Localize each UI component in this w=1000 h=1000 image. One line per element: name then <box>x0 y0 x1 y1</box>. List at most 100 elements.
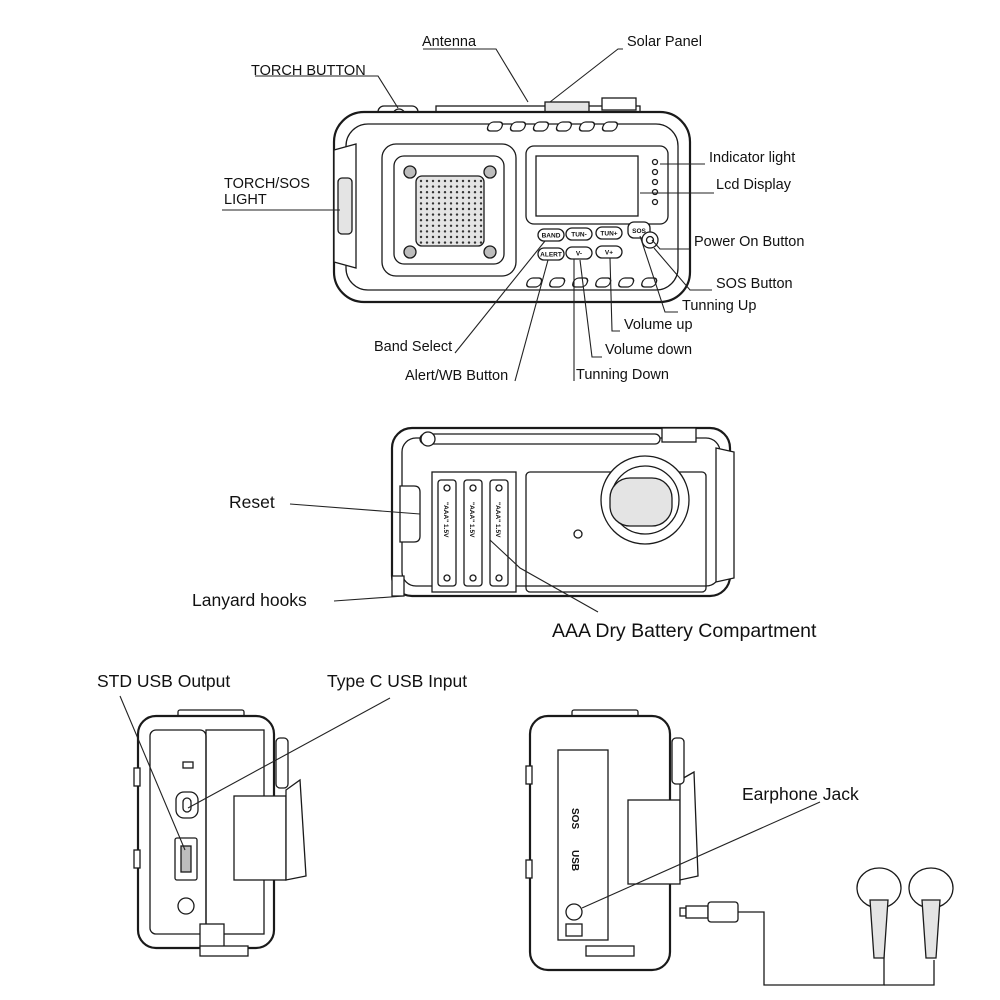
antenna-side <box>671 737 685 785</box>
grille-dot <box>479 219 483 222</box>
torch-lens <box>337 177 353 235</box>
earphone-jack-label: Earphone Jack <box>742 784 859 804</box>
earphone-jack[interactable] <box>565 903 583 921</box>
grille-dot <box>437 241 441 244</box>
grille-dot <box>419 235 423 239</box>
crank-handle[interactable] <box>609 477 673 527</box>
grille-dot <box>473 179 477 183</box>
battery-terminal <box>495 574 503 582</box>
grille-dot <box>461 235 465 239</box>
screw-icon <box>403 165 417 179</box>
grille-dot <box>449 224 453 227</box>
grille-dot <box>473 196 477 199</box>
grille-dot <box>425 230 429 233</box>
reset-button[interactable] <box>399 485 421 543</box>
vol-down-button[interactable]: V- <box>565 246 593 260</box>
grille-dot <box>461 224 465 227</box>
grille-dot <box>473 224 477 227</box>
ridge <box>509 121 527 132</box>
grille-dot <box>419 213 423 216</box>
grille-dots <box>419 179 483 244</box>
grille-dot <box>467 207 471 211</box>
grille-dot <box>479 196 483 199</box>
earbud-left-stem <box>869 899 889 959</box>
grille-dot <box>419 185 423 188</box>
ridge <box>601 121 619 132</box>
grille-dot <box>419 219 423 222</box>
lanyard-hooks-label: Lanyard hooks <box>192 590 307 610</box>
screw-icon <box>483 245 497 259</box>
grille-dot <box>431 179 435 183</box>
indicator-light <box>651 198 659 206</box>
aux-port[interactable] <box>177 897 195 915</box>
crank-side <box>285 778 307 881</box>
grille-dot <box>431 235 435 239</box>
grille-dot <box>431 185 435 188</box>
power-button[interactable] <box>641 231 659 249</box>
grille-dot <box>455 213 459 216</box>
grille-dot <box>443 202 447 205</box>
grille-dot <box>437 179 441 183</box>
grille-dot <box>443 219 447 222</box>
grille-dot <box>419 230 423 233</box>
grille-dot <box>455 191 459 194</box>
screw-icon <box>483 165 497 179</box>
grille-dot <box>437 202 441 205</box>
grille-dot <box>479 235 483 239</box>
grille-dot <box>467 213 471 216</box>
label-panel <box>557 749 609 941</box>
crank-block <box>233 795 287 881</box>
screw-icon <box>403 245 417 259</box>
base <box>199 945 249 957</box>
std-usb-output-label: STD USB Output <box>97 671 230 691</box>
grille-dot <box>443 207 447 211</box>
grille-dot <box>467 219 471 222</box>
battery <box>437 479 457 587</box>
alert-button[interactable]: ALERT <box>537 247 565 261</box>
grille-dot <box>449 196 453 199</box>
grille-dot <box>443 185 447 188</box>
indicator-light <box>651 158 659 166</box>
grille-dot <box>473 185 477 188</box>
battery <box>463 479 483 587</box>
indicator-light <box>651 168 659 176</box>
plug-tip <box>679 907 687 917</box>
grille-dot <box>455 196 459 199</box>
sos-button-label-text: SOS Button <box>716 276 793 292</box>
grille-dot <box>449 185 453 188</box>
grille-dot <box>473 241 477 244</box>
vol-up-button[interactable]: V+ <box>595 245 623 259</box>
grille-dot <box>437 185 441 188</box>
plug-body <box>707 901 739 923</box>
side-view-earphone: SOS USB <box>525 709 954 986</box>
type-c-usb-input-label: Type C USB Input <box>327 671 467 691</box>
svg-text:USB: USB <box>569 850 580 871</box>
grille-dot <box>431 191 435 194</box>
tun-up-button[interactable]: TUN+ <box>595 226 623 240</box>
base <box>585 945 635 957</box>
side-left-leader-lines <box>119 695 391 851</box>
solar-panel-label: Solar Panel <box>627 34 702 50</box>
ridge <box>618 277 635 288</box>
grille-dot <box>437 191 441 194</box>
foot <box>199 923 225 949</box>
antenna-rod <box>419 433 661 445</box>
grille-dot <box>449 219 453 222</box>
side-right-leader-lines <box>581 801 821 909</box>
grille-dot <box>461 202 465 205</box>
grille-dot <box>473 230 477 233</box>
band-button[interactable]: BAND <box>537 228 565 242</box>
indicator-light-label: Indicator light <box>709 150 795 166</box>
grille-dot <box>431 219 435 222</box>
grille-dot <box>461 219 465 222</box>
grille-dot <box>437 219 441 222</box>
vol-up-label: V+ <box>605 250 613 257</box>
grille-dot <box>479 179 483 183</box>
tun-down-button[interactable]: TUN- <box>565 227 593 241</box>
grille-dot <box>479 241 483 244</box>
battery-terminal <box>443 574 451 582</box>
antenna-holder <box>661 427 697 443</box>
ridge <box>549 277 566 288</box>
grille-dot <box>437 196 441 199</box>
grille-dot <box>455 185 459 188</box>
